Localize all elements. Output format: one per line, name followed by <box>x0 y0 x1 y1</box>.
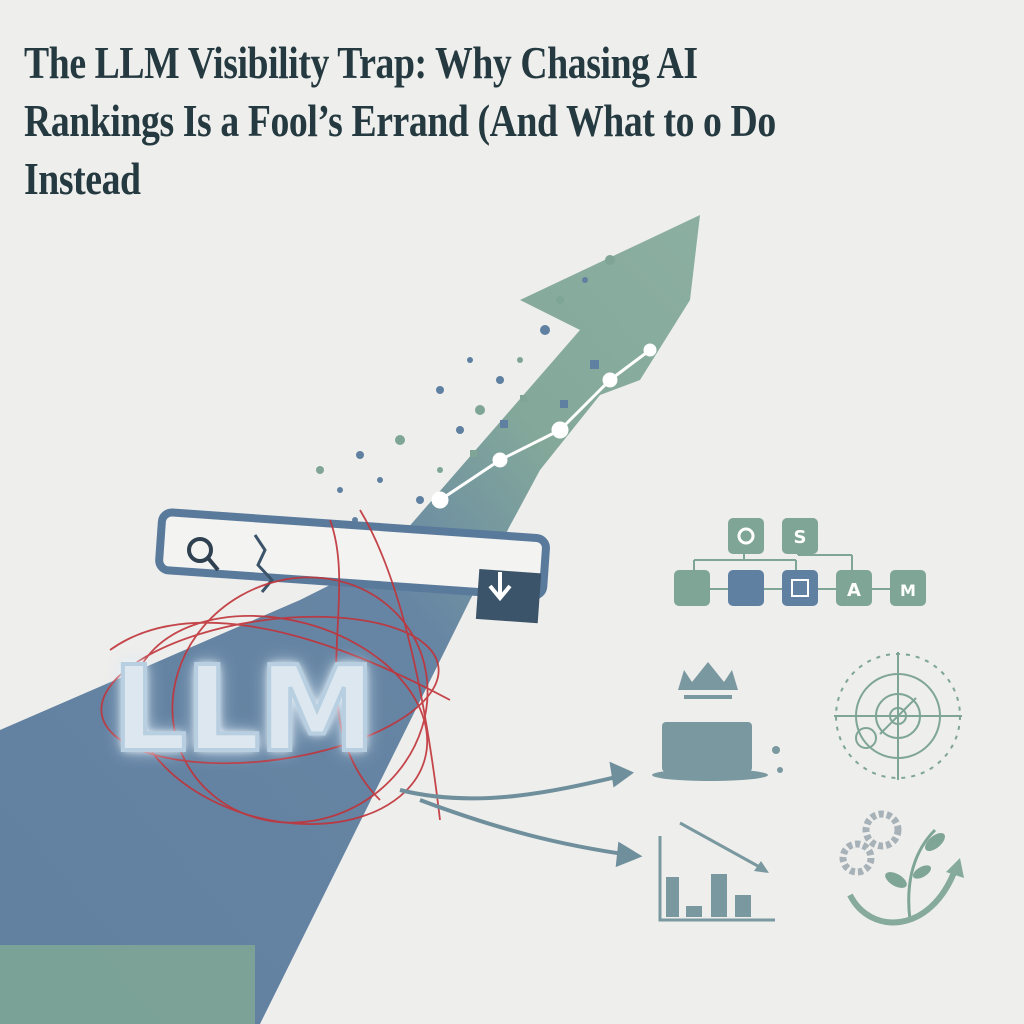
broken-crown-pedestal-icon <box>652 662 783 781</box>
title-line-2: Rankings Is a Fool’s Errand (And What to… <box>24 95 776 146</box>
network-nodes <box>431 343 657 509</box>
compass-icon <box>834 652 962 780</box>
down-arrow-icon <box>488 572 512 602</box>
rising-arrow-icon <box>0 215 700 1024</box>
platform-icon-network: S A M <box>674 518 926 606</box>
grid-blocks-icon <box>674 570 710 606</box>
outcome-arrows <box>399 761 643 868</box>
title-line-1: The LLM Visibility Trap: Why Chasing AI <box>24 37 698 88</box>
svg-text:A: A <box>847 580 861 601</box>
llm-glowing-label: LLM <box>110 638 378 780</box>
tool-icon <box>728 570 764 606</box>
s-logo-icon <box>782 518 818 554</box>
frame-icon <box>782 570 818 606</box>
gears-plant-growth-icon <box>839 810 964 926</box>
declining-bar-chart-icon <box>658 821 775 922</box>
tangled-red-lines <box>100 509 451 826</box>
article-title: The LLM Visibility Trap: Why Chasing AI … <box>24 34 992 208</box>
magnifier-icon <box>187 537 220 572</box>
svg-text:M: M <box>900 581 916 600</box>
m-logo-icon <box>890 570 926 606</box>
target-icon <box>728 518 764 554</box>
cracked-search-bar <box>155 508 550 624</box>
a-logo-icon <box>836 570 872 606</box>
svg-text:S: S <box>794 527 807 548</box>
title-line-3: Instead <box>24 153 141 204</box>
